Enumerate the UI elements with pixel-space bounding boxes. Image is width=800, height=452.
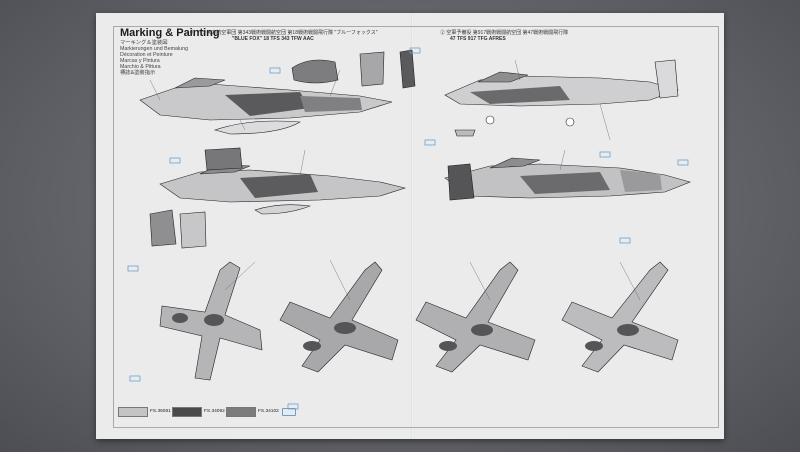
color-swatch (172, 406, 202, 417)
language-label: 標誌&塗裝指示 (120, 70, 156, 76)
aircraft-side-view-1 (139, 49, 416, 135)
scheme-2-caption-en: 47 TFS 917 TFG AFRES (450, 36, 506, 42)
page-title: Marking & Painting (120, 27, 220, 39)
decal-callout-boxes (127, 47, 689, 410)
color-code: FS.36081 (150, 409, 171, 414)
color-swatch (118, 406, 148, 417)
sheet-border (113, 26, 719, 428)
color-code: FS.34092 (204, 409, 225, 414)
language-label: Markierungen und Bemalung (120, 46, 189, 52)
scheme-1-name: "BLUE FOX" 18 TFS 343 TFW AAC (232, 36, 314, 42)
color-swatch (226, 406, 256, 417)
callout-box-icon (281, 407, 296, 416)
aircraft-side-view-2 (444, 59, 679, 137)
callout-leader-lines (149, 59, 641, 301)
language-label: Marcas y Pintura (120, 58, 160, 64)
language-label: Marchio & Pittura (120, 64, 161, 70)
scheme-1-caption-en: "BLUE FOX" 18 TFS 343 TFW AAC (232, 36, 314, 42)
scheme-1-caption-jp: ① アラスカ航空軍団 第343戦術戦闘航空団 第18戦術戦闘飛行隊 "ブルーフォ… (190, 30, 378, 36)
language-label: マーキング＆塗装図 (120, 40, 168, 46)
aircraft-side-view-3 (149, 147, 407, 249)
color-code: FS.34102 (258, 409, 279, 414)
aircraft-top-views (159, 261, 679, 381)
scheme-2-name: 47 TFS 917 TFG AFRES (450, 36, 506, 42)
sheet-fold (411, 13, 413, 439)
language-label: Décoration et Peinture (120, 52, 173, 58)
aircraft-side-view-4 (444, 157, 691, 201)
color-legend-item: FS.34102 (226, 406, 296, 417)
scheme-2-caption-jp: ② 空軍予備役 第917戦術戦闘航空団 第47戦術戦闘飛行隊 (440, 30, 569, 36)
